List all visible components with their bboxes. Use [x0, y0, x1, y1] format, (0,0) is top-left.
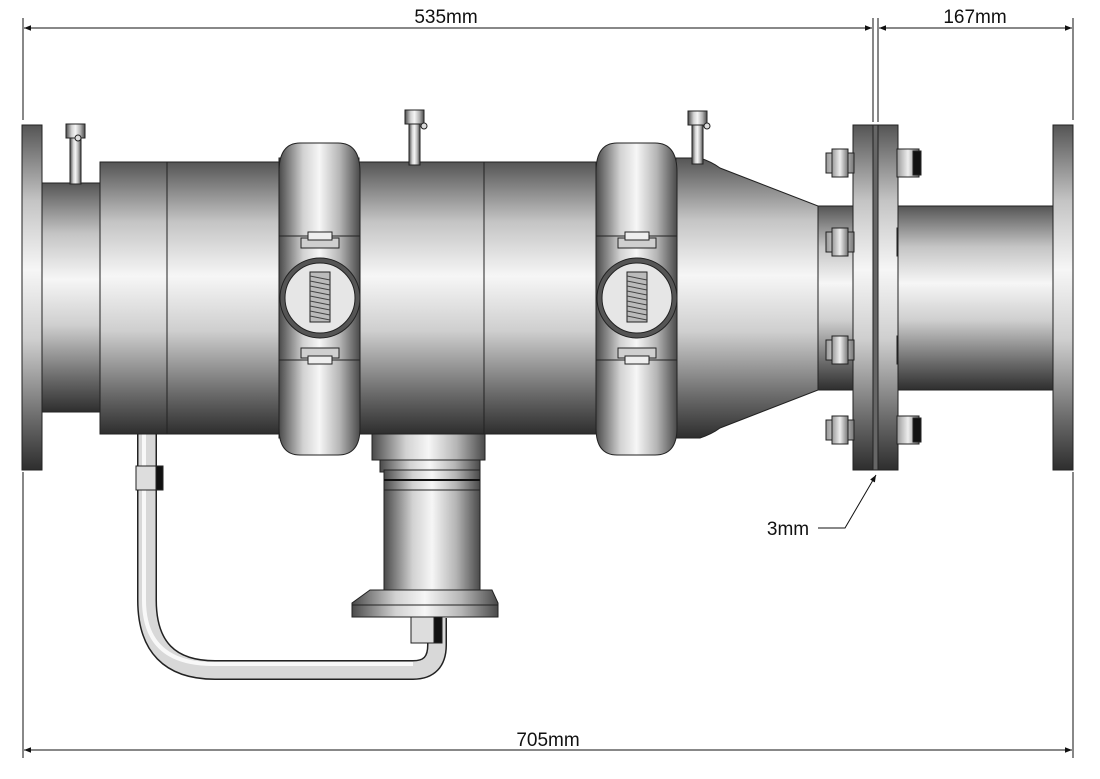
tee-branch	[351, 417, 499, 618]
dimension-label-705: 705mm	[516, 730, 579, 751]
dimension-lines	[22, 18, 1074, 758]
vent-pins	[65, 109, 711, 185]
bolted-flange-pair	[852, 124, 899, 471]
dimension-label-535: 535mm	[414, 7, 477, 28]
outlet-pipe	[897, 124, 1074, 471]
pipe-clamp-right	[595, 142, 678, 456]
main-body	[99, 157, 854, 439]
dimension-label-167: 167mm	[943, 7, 1006, 28]
left-end-flange	[21, 124, 103, 471]
pipe-clamp-left	[278, 142, 361, 456]
dimension-label-3: 3mm	[767, 519, 809, 540]
bypass-tube	[135, 432, 447, 680]
